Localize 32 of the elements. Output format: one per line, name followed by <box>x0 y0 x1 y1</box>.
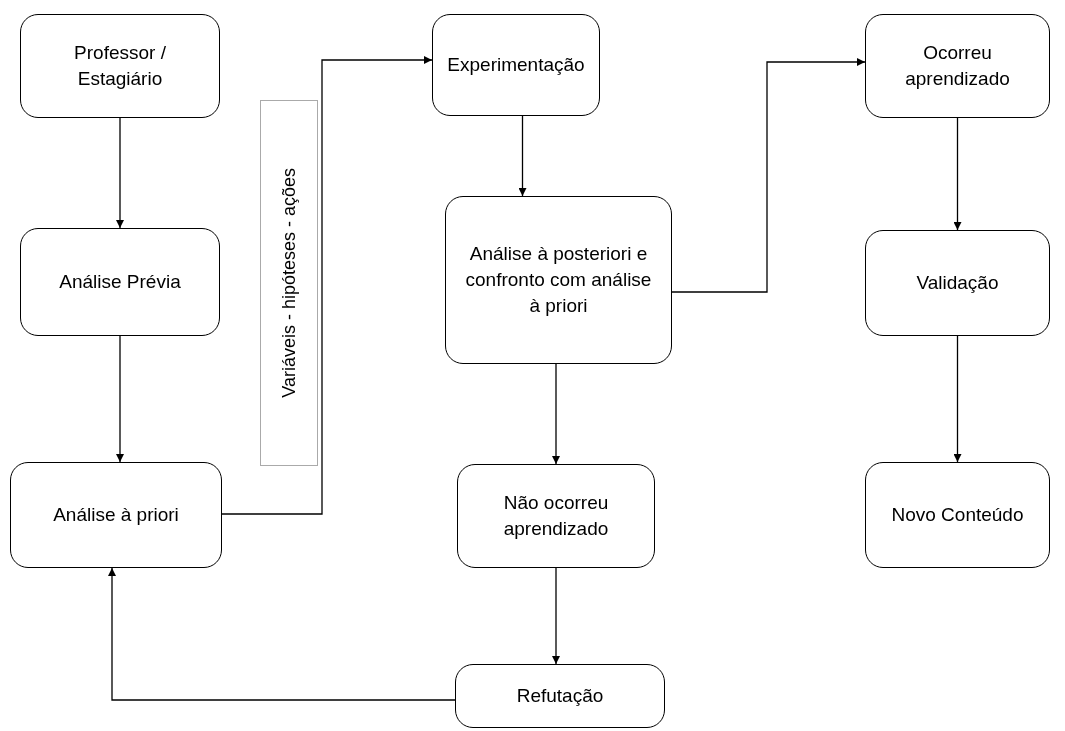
note-box <box>260 100 318 466</box>
arrow <box>953 335 962 463</box>
process-box <box>455 664 665 728</box>
box-label: Ocorreu aprendizado <box>904 41 1011 91</box>
box-label: Análise à priori <box>53 503 179 527</box>
process-box <box>445 196 672 364</box>
arrow <box>671 58 866 293</box>
arrow <box>221 56 433 515</box>
arrow <box>953 117 962 231</box>
arrow <box>116 117 124 229</box>
box-label: Validação <box>916 271 999 295</box>
process-box <box>865 14 1050 118</box>
box-label: Análise Prévia <box>59 270 181 294</box>
arrow <box>108 567 456 701</box>
box-label: Experimentação <box>447 53 585 77</box>
process-box <box>20 14 220 118</box>
process-box <box>865 230 1050 336</box>
box-label: Não ocorreu aprendizado <box>502 491 610 541</box>
process-box <box>10 462 222 568</box>
process-box <box>432 14 600 116</box>
note-text: Variáveis - hipóteses - ações <box>277 168 300 398</box>
arrow <box>552 363 560 465</box>
arrow <box>518 115 527 197</box>
box-label: Novo Conteúdo <box>891 503 1024 527</box>
process-box <box>20 228 220 336</box>
arrow <box>116 335 124 463</box>
box-label: Análise à posteriori e confronto com análise à priori <box>464 242 653 318</box>
process-box <box>457 464 655 568</box>
box-label: Refutação <box>516 684 604 708</box>
box-label: Professor / Estagiário <box>73 41 167 91</box>
arrow <box>552 567 560 665</box>
process-box <box>865 462 1050 568</box>
